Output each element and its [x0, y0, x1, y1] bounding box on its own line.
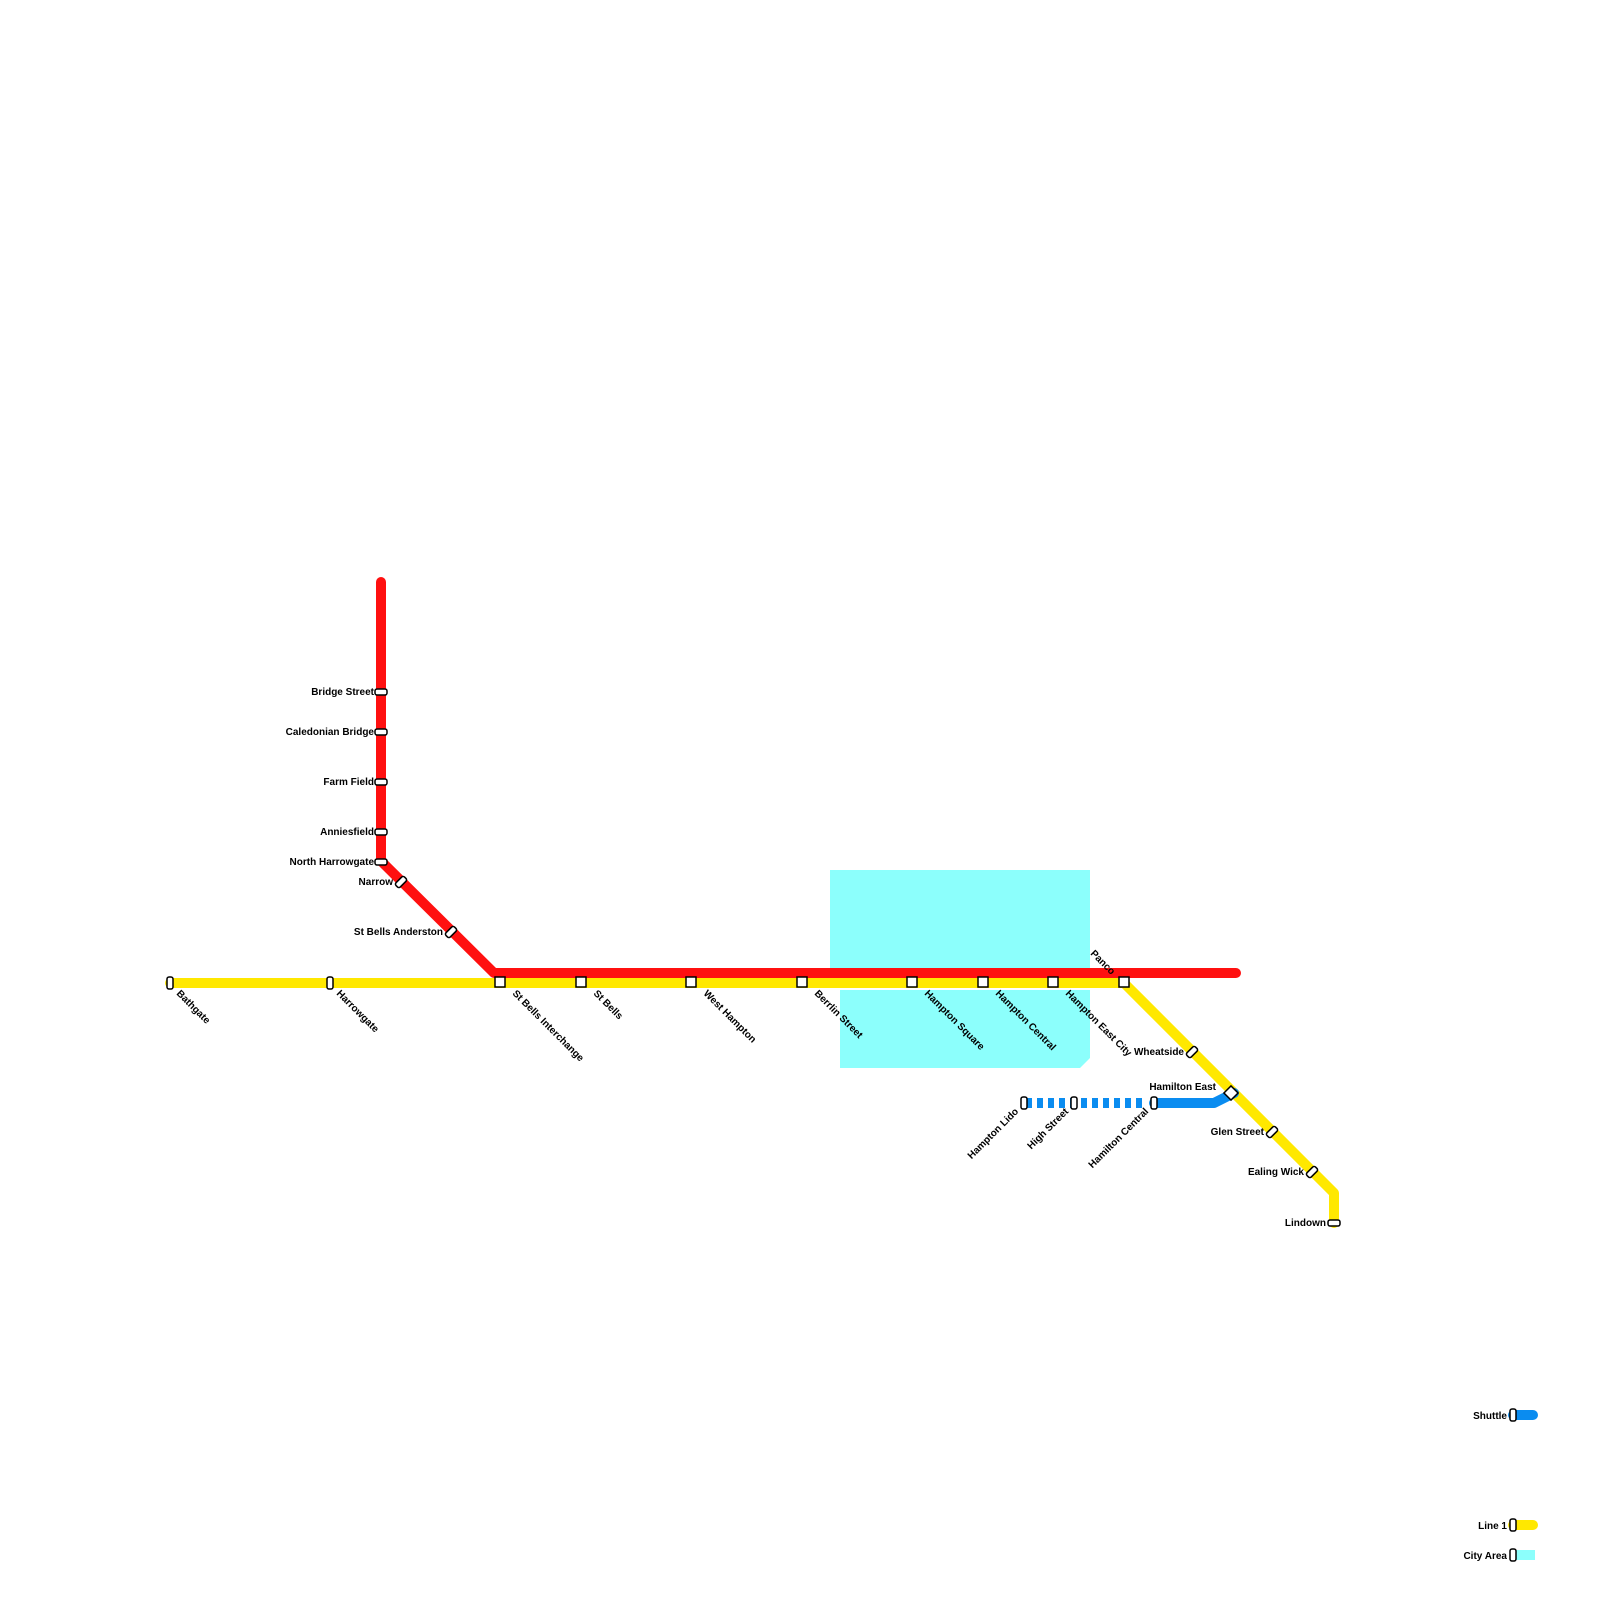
station-marker-hampton-square[interactable] — [906, 976, 918, 988]
station-label-anniesfield: Anniesfield — [320, 827, 374, 838]
station-marker-bathgate[interactable] — [166, 976, 174, 990]
station-label-west-hampton: West Hampton — [701, 988, 758, 1045]
station-label-wheatside: Wheatside — [1134, 1047, 1184, 1058]
station-label-high-street: High Street — [1026, 1106, 1072, 1152]
station-label-north-harrowgate: North Harrowgate — [290, 857, 375, 868]
station-marker-hampton-central[interactable] — [977, 976, 989, 988]
shuttle-route-solid — [1149, 1088, 1239, 1108]
station-label-farm-field: Farm Field — [323, 777, 374, 788]
station-marker-harrowgate[interactable] — [326, 976, 334, 990]
station-marker-st-bells-anderston[interactable] — [444, 925, 458, 939]
station-label-bridge-street: Bridge Street — [311, 687, 374, 698]
station-label-caledonian-bridge: Caledonian Bridge — [286, 727, 375, 738]
station-marker-wheatside[interactable] — [1185, 1045, 1199, 1059]
station-marker-caledonian-bridge[interactable] — [374, 728, 388, 736]
legend-label-shuttle: Shuttle — [1473, 1411, 1507, 1422]
legend-swatch-city-area — [1513, 1550, 1535, 1560]
station-marker-berrlin-street[interactable] — [796, 976, 808, 988]
station-marker-hamilton-central[interactable] — [1150, 1096, 1158, 1110]
station-marker-narrow[interactable] — [394, 875, 408, 889]
station-marker-lindown[interactable] — [1327, 1219, 1341, 1227]
station-marker-glen-street[interactable] — [1265, 1125, 1279, 1139]
station-marker-west-hampton[interactable] — [685, 976, 697, 988]
city-area-upper — [830, 870, 1090, 968]
station-label-lindown: Lindown — [1285, 1218, 1326, 1229]
station-label-bathgate: Bathgate — [174, 988, 212, 1026]
station-marker-bridge-street[interactable] — [374, 688, 388, 696]
red-line-route — [376, 577, 1241, 978]
station-marker-high-street[interactable] — [1070, 1096, 1078, 1110]
city-area-lower — [840, 990, 1090, 1068]
legend-marker-shuttle — [1509, 1408, 1517, 1422]
city-area — [830, 870, 1090, 1068]
legend-label-line-1: Line 1 — [1478, 1521, 1507, 1532]
station-label-hampton-lido: Hampton Lido — [966, 1106, 1021, 1161]
legend-item-line-1: Line 1 — [1478, 1518, 1538, 1532]
station-marker-north-harrowgate[interactable] — [374, 858, 388, 866]
station-label-ealing-wick: Ealing Wick — [1248, 1167, 1304, 1178]
station-marker-ealing-wick[interactable] — [1305, 1165, 1319, 1179]
station-label-st-bells: St Bells — [591, 988, 625, 1022]
station-marker-hamilton-east[interactable] — [1222, 1084, 1240, 1102]
station-marker-hampton-east-city[interactable] — [1047, 976, 1059, 988]
legend-item-shuttle: Shuttle — [1473, 1408, 1538, 1422]
legend-label-city-area: City Area — [1463, 1551, 1507, 1562]
station-label-hamilton-east: Hamilton East — [1149, 1082, 1216, 1093]
station-label-st-bells-anderston: St Bells Anderston — [354, 927, 443, 938]
station-label-narrow: Narrow — [359, 877, 394, 888]
station-marker-farm-field[interactable] — [374, 778, 388, 786]
legend-item-city-area: City Area — [1463, 1548, 1535, 1562]
station-label-glen-street: Glen Street — [1211, 1127, 1265, 1138]
station-label-st-bells-interchange: St Bells Interchange — [510, 988, 586, 1064]
station-label-hamilton-central: Hamilton Central — [1087, 1106, 1152, 1171]
station-marker-hampton-lido[interactable] — [1020, 1096, 1028, 1110]
station-marker-panco[interactable] — [1118, 976, 1130, 988]
station-marker-anniesfield[interactable] — [374, 828, 388, 836]
legend-marker-line-1 — [1509, 1518, 1517, 1532]
station-label-harrowgate: Harrowgate — [334, 988, 381, 1035]
legend-marker-city-area — [1509, 1548, 1517, 1562]
legend: Shuttle Line 1 City Area — [1463, 1408, 1538, 1562]
station-marker-st-bells[interactable] — [575, 976, 587, 988]
station-marker-st-bells-interchange[interactable] — [494, 976, 506, 988]
